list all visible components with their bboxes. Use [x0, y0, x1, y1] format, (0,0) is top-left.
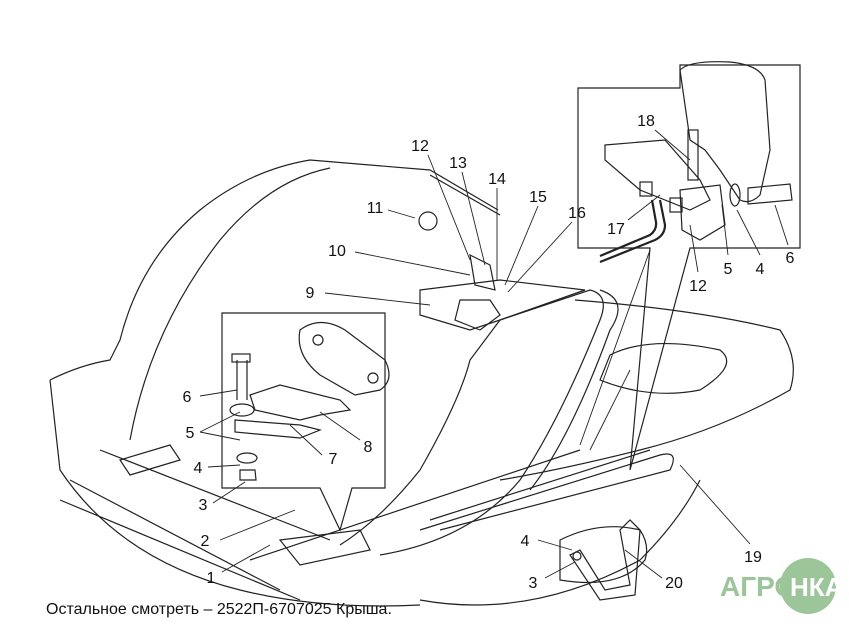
- callout-14: 14: [488, 171, 506, 188]
- callout-20: 20: [665, 575, 683, 592]
- inset-mirror-bracket-detail: [577, 61, 801, 471]
- callouts-inset-right: 18 17 12 5 4 6: [607, 113, 794, 295]
- callout-12: 12: [689, 278, 707, 295]
- callout-4: 4: [521, 533, 530, 550]
- callout-5: 5: [724, 261, 733, 278]
- callout-3: 3: [199, 497, 208, 514]
- callout-18: 18: [637, 113, 655, 130]
- callout-10: 10: [328, 243, 346, 260]
- callout-11: 11: [367, 200, 384, 217]
- callouts-main: 12 13 14 15 16 11 10 9 2 1 4 3 20 19: [201, 138, 762, 592]
- callout-9: 9: [306, 285, 315, 302]
- callout-2: 2: [201, 533, 210, 550]
- callout-8: 8: [364, 439, 373, 456]
- callout-12: 12: [411, 138, 429, 155]
- callout-1: 1: [207, 570, 216, 587]
- svg-text:НКА: НКА: [790, 572, 838, 602]
- inset-hinge-detail: [221, 312, 390, 532]
- callout-6: 6: [183, 389, 192, 406]
- callout-4: 4: [194, 460, 203, 477]
- callout-3: 3: [529, 575, 538, 592]
- agronka-logo: АГРО НКА: [720, 558, 838, 614]
- roof-body: [49, 159, 794, 607]
- bracket-20: [559, 519, 648, 601]
- callout-6: 6: [786, 250, 795, 267]
- callout-13: 13: [449, 155, 467, 172]
- callouts-inset-left: 6 5 4 3 7 8: [183, 389, 373, 514]
- caption: Остальное смотреть – 2522П-6707025 Крыша…: [46, 601, 392, 618]
- callout-16: 16: [568, 205, 586, 222]
- callout-17: 17: [607, 221, 625, 238]
- callout-4: 4: [756, 261, 765, 278]
- callout-19: 19: [744, 549, 762, 566]
- callout-15: 15: [529, 189, 547, 206]
- svg-text:АГРО: АГРО: [720, 571, 796, 602]
- callout-7: 7: [329, 451, 338, 468]
- leader-lines: [199, 129, 789, 579]
- callout-5: 5: [186, 425, 195, 442]
